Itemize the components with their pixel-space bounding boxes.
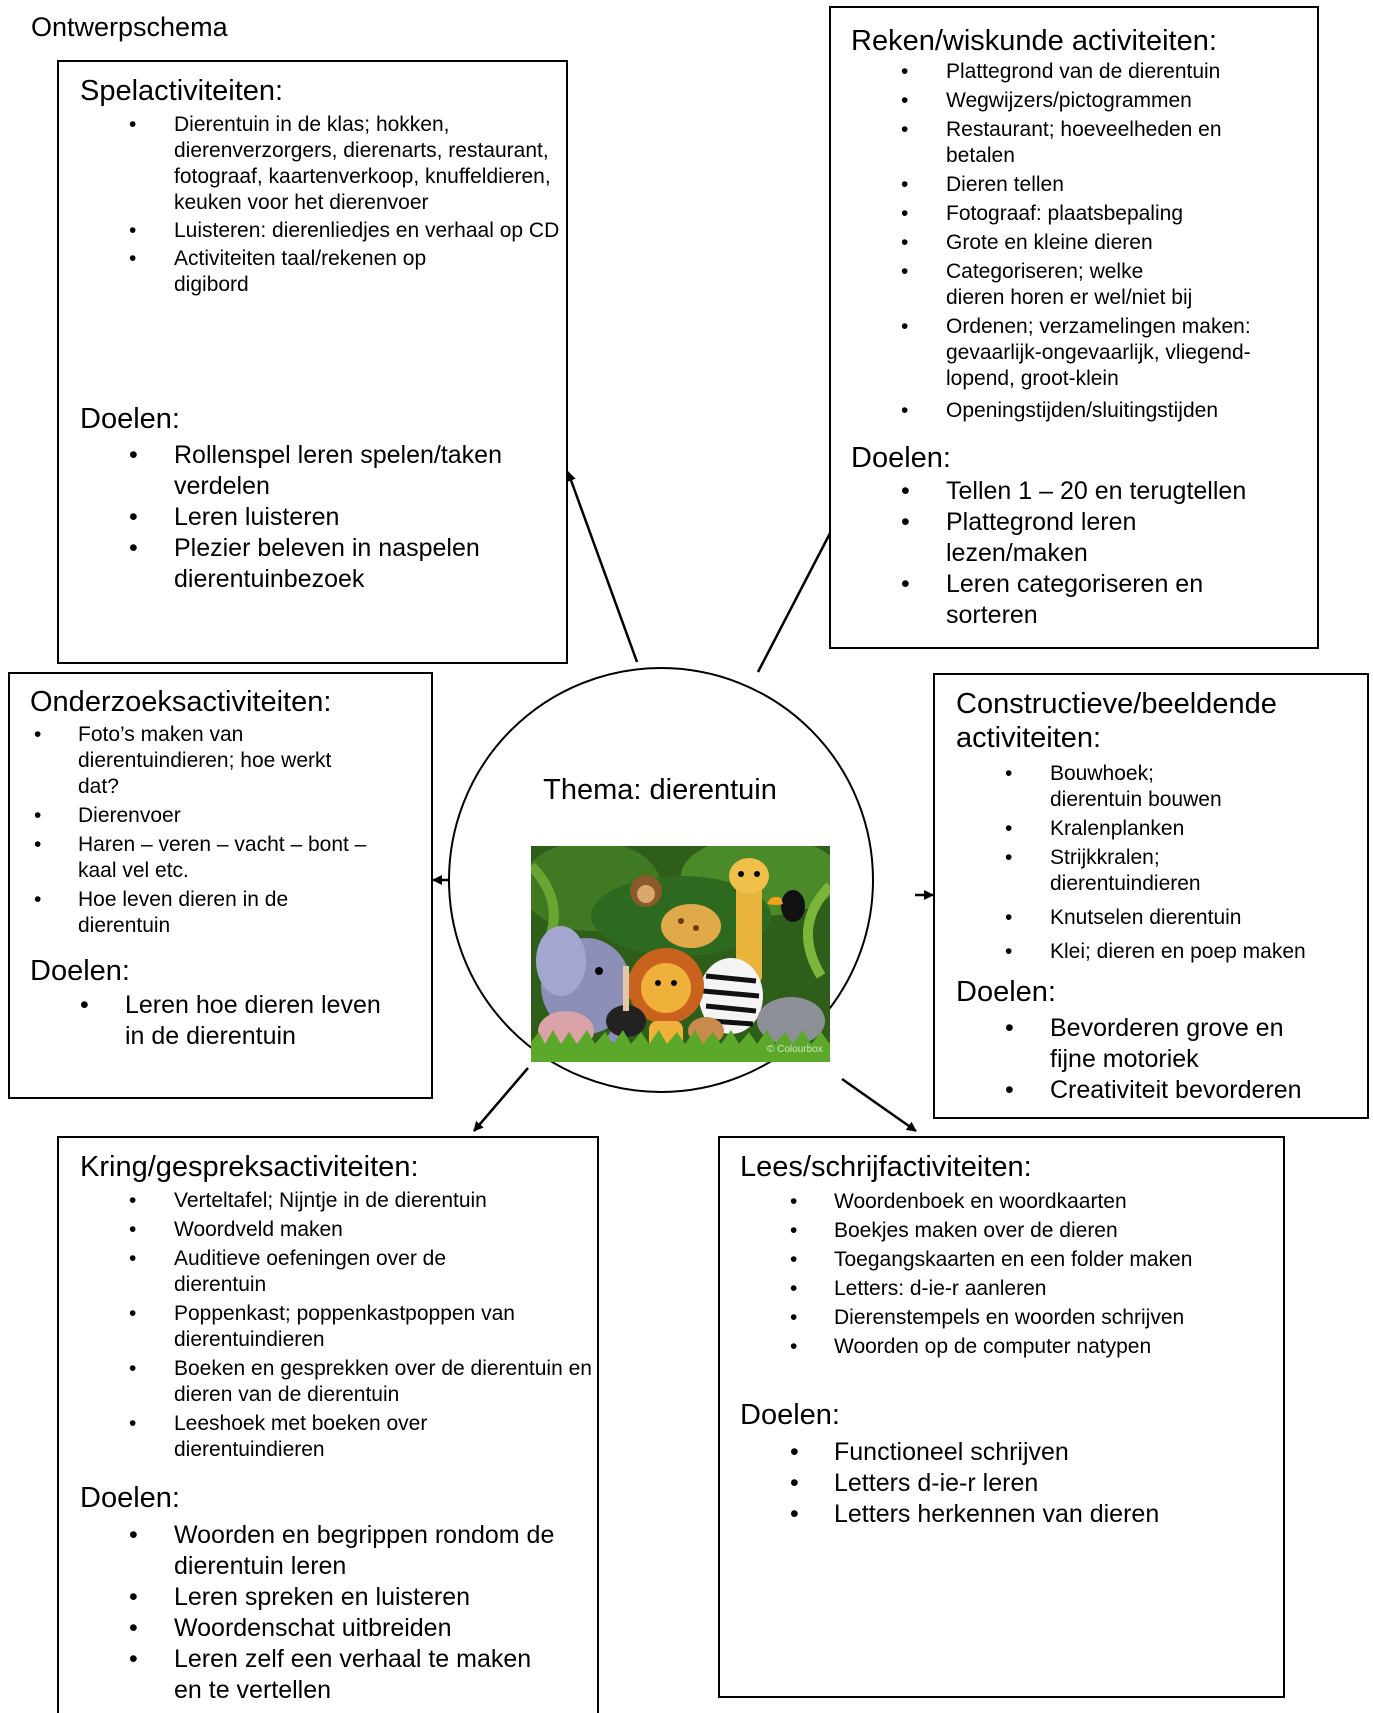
onderzoek-items: Foto’s maken van dierentuindieren; hoe w… <box>10 722 430 939</box>
list-item: Woordenschat uitbreiden <box>59 1613 597 1644</box>
construct-title: Constructieve/beeldende activiteiten: <box>956 688 1277 754</box>
spel-box: Spelactiviteiten: Dierentuin in de klas;… <box>57 60 568 664</box>
list-item: Creativiteit bevorderen <box>935 1075 1367 1106</box>
list-item: Woorden en begrippen rondom de dierentui… <box>59 1520 564 1582</box>
lees-goals: Functioneel schrijven Letters d-ie-r ler… <box>720 1437 1283 1530</box>
list-item: Verteltafel; Nijntje in de dierentuin <box>59 1188 597 1214</box>
reken-goals: Tellen 1 – 20 en terugtellen Plattegrond… <box>831 476 1317 631</box>
construct-items: Bouwhoek; dierentuin bouwen Kralenplanke… <box>935 761 1367 965</box>
spel-goals: Rollenspel leren spelen/taken verdelen L… <box>59 440 529 595</box>
arrow-to-spel <box>566 471 639 663</box>
list-item: Dieren tellen <box>831 172 1317 198</box>
onderzoek-box: Onderzoeksactiviteiten: Foto’s maken van… <box>8 672 433 1099</box>
construct-goals: Bevorderen grove en fijne motoriek Creat… <box>935 1013 1367 1106</box>
list-item: Woordenboek en woordkaarten <box>720 1189 1283 1215</box>
arrow-to-kring <box>473 1067 529 1132</box>
reken-items: Plattegrond van de dierentuin Wegwijzers… <box>831 59 1317 424</box>
arrow-to-reken <box>756 513 842 673</box>
list-item: Toegangskaarten en een folder maken <box>720 1247 1283 1273</box>
page-title: Ontwerpschema <box>31 12 228 42</box>
onderzoek-goals-title: Doelen: <box>30 955 130 987</box>
list-item: Strijkkralen; dierentuindieren <box>935 845 1250 897</box>
list-item: Klei; dieren en poep maken <box>935 939 1367 965</box>
list-item: Plattegrond van de dierentuin <box>831 59 1317 85</box>
list-item: Boekjes maken over de dieren <box>720 1218 1283 1244</box>
list-item: Leren luisteren <box>59 502 529 533</box>
list-item: Foto’s maken van dierentuindieren; hoe w… <box>10 722 368 800</box>
list-item: Grote en kleine dieren <box>831 230 1317 256</box>
list-item: Bevorderen grove en fijne motoriek <box>935 1013 1300 1075</box>
list-item: Leeshoek met boeken over dierentuindiere… <box>59 1411 494 1463</box>
lees-box: Lees/schrijfactiviteiten: Woordenboek en… <box>718 1136 1285 1698</box>
kring-title: Kring/gespreksactiviteiten: <box>80 1151 419 1183</box>
list-item: Auditieve oefeningen over de dierentuin <box>59 1246 494 1298</box>
center-title: Thema: dierentuin <box>543 774 777 806</box>
onderzoek-title: Onderzoeksactiviteiten: <box>30 686 332 718</box>
list-item: Boeken en gesprekken over de dierentuin … <box>59 1356 594 1408</box>
list-item: Haren – veren – vacht – bont – kaal vel … <box>10 832 378 884</box>
list-item: Categoriseren; welke dieren horen er wel… <box>831 259 1196 311</box>
spel-title: Spelactiviteiten: <box>80 75 284 107</box>
list-item: Fotograaf: plaatsbepaling <box>831 201 1317 227</box>
list-item: Hoe leven dieren in de dierentuin <box>10 887 358 939</box>
kring-goals: Woorden en begrippen rondom de dierentui… <box>59 1520 597 1706</box>
list-item: Leren spreken en luisteren <box>59 1582 597 1613</box>
list-item: Dierenstempels en woorden schrijven <box>720 1305 1283 1331</box>
arrow-to-lees <box>841 1077 917 1133</box>
list-item: Rollenspel leren spelen/taken verdelen <box>59 440 504 502</box>
spel-goals-title: Doelen: <box>80 403 180 435</box>
kring-items: Verteltafel; Nijntje in de dierentuin Wo… <box>59 1188 597 1463</box>
lees-title: Lees/schrijfactiviteiten: <box>740 1151 1032 1183</box>
watermark-text: © Colourbox <box>767 1044 823 1055</box>
list-item: Letters d-ie-r leren <box>720 1468 1283 1499</box>
list-item: Poppenkast; poppenkastpoppen van dierent… <box>59 1301 574 1353</box>
reken-goals-title: Doelen: <box>851 442 951 474</box>
list-item: Woorden op de computer natypen <box>720 1334 1283 1360</box>
kring-goals-title: Doelen: <box>80 1482 180 1514</box>
construct-goals-title: Doelen: <box>956 976 1056 1008</box>
kring-box: Kring/gespreksactiviteiten: Verteltafel;… <box>57 1136 599 1713</box>
list-item: Restaurant; hoeveelheden en betalen <box>831 117 1246 169</box>
list-item: Dierenvoer <box>10 803 430 829</box>
list-item: Tellen 1 – 20 en terugtellen <box>831 476 1317 507</box>
reken-title: Reken/wiskunde activiteiten: <box>851 25 1217 57</box>
list-item: Wegwijzers/pictogrammen <box>831 88 1317 114</box>
zoo-animals-illustration: © Colourbox <box>531 846 830 1062</box>
reken-box: Reken/wiskunde activiteiten: Plattegrond… <box>829 6 1319 649</box>
list-item: Leren hoe dieren leven in de dierentuin <box>10 990 405 1052</box>
list-item: Plezier beleven in naspelen dierentuinbe… <box>59 533 504 595</box>
list-item: Activiteiten taal/rekenen op digibord <box>59 246 464 298</box>
list-item: Openingstijden/sluitingstijden <box>831 398 1317 424</box>
lees-goals-title: Doelen: <box>740 1399 840 1431</box>
list-item: Dierentuin in de klas; hokken, dierenver… <box>59 112 564 216</box>
list-item: Leren categoriseren en sorteren <box>831 569 1236 631</box>
construct-box: Constructieve/beeldende activiteiten: Bo… <box>933 673 1369 1119</box>
list-item: Functioneel schrijven <box>720 1437 1283 1468</box>
list-item: Leren zelf een verhaal te maken en te ve… <box>59 1644 564 1706</box>
list-item: Luisteren: dierenliedjes en verhaal op C… <box>59 218 564 244</box>
list-item: Plattegrond leren lezen/maken <box>831 507 1186 569</box>
onderzoek-goals: Leren hoe dieren leven in de dierentuin <box>10 990 430 1052</box>
jungle-art: © Colourbox <box>531 846 830 1062</box>
list-item: Ordenen; verzamelingen maken: gevaarlijk… <box>831 314 1301 392</box>
list-item: Kralenplanken <box>935 816 1367 842</box>
list-item: Knutselen dierentuin <box>935 905 1367 931</box>
list-item: Letters herkennen van dieren <box>720 1499 1283 1530</box>
list-item: Woordveld maken <box>59 1217 597 1243</box>
list-item: Bouwhoek; dierentuin bouwen <box>935 761 1250 813</box>
list-item: Letters: d-ie-r aanleren <box>720 1276 1283 1302</box>
lees-items: Woordenboek en woordkaarten Boekjes make… <box>720 1189 1283 1360</box>
spel-items: Dierentuin in de klas; hokken, dierenver… <box>59 112 564 298</box>
